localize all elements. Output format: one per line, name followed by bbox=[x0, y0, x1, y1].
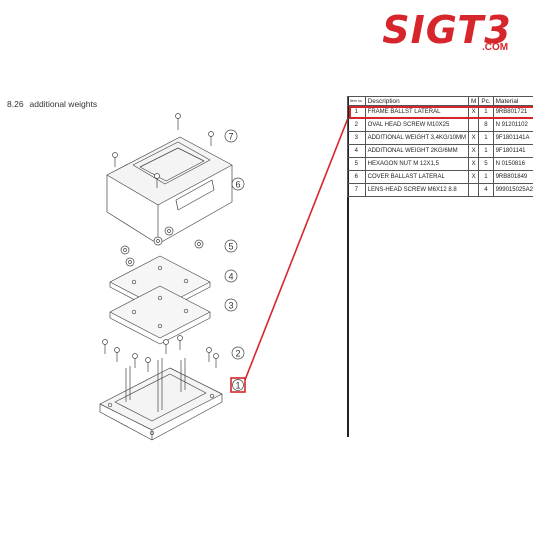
row-material: 9F1801141 bbox=[492, 144, 533, 158]
row-description: LENS-HEAD SCREW M6X12 8.8 bbox=[364, 183, 470, 197]
callout-5: 5 bbox=[224, 239, 238, 253]
callout-4: 4 bbox=[224, 269, 238, 283]
hexagon-nuts bbox=[120, 226, 204, 267]
row-description: ADDITIONAL WEIGHT 2KG/6MM bbox=[364, 144, 470, 158]
table-row[interactable]: 6 COVER BALLAST LATERAL X 1 9RB801849 bbox=[347, 170, 533, 184]
row-pc: 4 bbox=[478, 183, 494, 197]
highlight-leader-line bbox=[244, 117, 349, 381]
callout-5-label: 5 bbox=[228, 242, 233, 252]
callout-3-label: 3 bbox=[228, 301, 233, 311]
row-pos: 3 bbox=[347, 131, 366, 145]
section-name: additional weights bbox=[29, 99, 98, 109]
row-pos: 4 bbox=[347, 144, 366, 158]
section-number: 8.26 bbox=[7, 99, 24, 109]
callout-6: 6 bbox=[231, 177, 245, 191]
row-description: OVAL HEAD SCREW M10X25 bbox=[364, 118, 470, 132]
callout-3: 3 bbox=[224, 298, 238, 312]
callout-6-label: 6 bbox=[235, 180, 240, 190]
header-pos: Item no. bbox=[347, 96, 366, 106]
table-row[interactable]: 1 FRAME BALLST LATERAL X 1 9RB801721 bbox=[347, 105, 533, 119]
parts-table-header: Item no. Description M Pc. Material bbox=[347, 96, 533, 106]
row-m: X bbox=[467, 131, 480, 145]
row-material: 999015025A2 bbox=[492, 183, 533, 197]
row-pos: 2 bbox=[347, 118, 366, 132]
row-pc: 1 bbox=[478, 144, 494, 158]
additional-weight-3-4kg bbox=[109, 285, 211, 345]
lens-head-screws bbox=[112, 113, 214, 188]
header-material: Material bbox=[492, 96, 533, 106]
header-description: Description bbox=[364, 96, 470, 106]
callout-2-label: 2 bbox=[235, 349, 240, 359]
row-description: HEXAGON NUT M 12X1,5 bbox=[364, 157, 470, 171]
table-row[interactable]: 3 ADDITIONAL WEIGHT 3,4KG/10MM X 1 9F180… bbox=[347, 131, 533, 145]
table-row[interactable]: 2 OVAL HEAD SCREW M10X25 8 N 91201102 bbox=[347, 118, 533, 132]
callout-7-label: 7 bbox=[228, 132, 233, 142]
section-title: 8.26 additional weights bbox=[7, 99, 97, 109]
row-material: N 0150816 bbox=[492, 157, 533, 171]
table-divider bbox=[347, 96, 349, 437]
callout-7: 7 bbox=[224, 129, 238, 143]
callout-1: 1 bbox=[230, 377, 246, 393]
table-row[interactable]: 7 LENS-HEAD SCREW M6X12 8.8 4 999015025A… bbox=[347, 183, 533, 197]
row-pc: 5 bbox=[478, 157, 494, 171]
brand-logo[interactable]: SIGT3 bbox=[372, 8, 522, 54]
row-m: X bbox=[467, 157, 480, 171]
row-pos: 6 bbox=[347, 170, 366, 184]
row-m bbox=[467, 118, 480, 132]
callout-4-label: 4 bbox=[228, 272, 233, 282]
row-m: X bbox=[467, 170, 480, 184]
row-material: N 91201102 bbox=[492, 118, 533, 132]
brand-logo-suffix: .COM bbox=[482, 42, 509, 53]
frame-ballast-lateral bbox=[99, 358, 223, 441]
oval-head-screws bbox=[102, 335, 219, 372]
row-pos: 7 bbox=[347, 183, 366, 197]
selected-row-highlight bbox=[349, 106, 533, 119]
callout-1-label: 1 bbox=[235, 381, 240, 391]
row-pc: 1 bbox=[478, 170, 494, 184]
row-material: 9RB801849 bbox=[492, 170, 533, 184]
row-m bbox=[467, 183, 480, 197]
table-row[interactable]: 5 HEXAGON NUT M 12X1,5 X 5 N 0150816 bbox=[347, 157, 533, 171]
row-description: COVER BALLAST LATERAL bbox=[364, 170, 470, 184]
table-row[interactable]: 4 ADDITIONAL WEIGHT 2KG/6MM X 1 9F180114… bbox=[347, 144, 533, 158]
header-pc: Pc. bbox=[478, 96, 494, 106]
row-description: ADDITIONAL WEIGHT 3,4KG/10MM bbox=[364, 131, 470, 145]
parts-table: Item no. Description M Pc. Material 1 FR… bbox=[347, 96, 533, 197]
row-m: X bbox=[467, 144, 480, 158]
brand-logo-text: SIGT3 bbox=[382, 8, 512, 52]
callout-2: 2 bbox=[231, 346, 245, 360]
header-m: M bbox=[467, 96, 480, 106]
row-material: 9F1801141A bbox=[492, 131, 533, 145]
row-pc: 1 bbox=[478, 131, 494, 145]
row-pc: 8 bbox=[478, 118, 494, 132]
row-pos: 5 bbox=[347, 157, 366, 171]
